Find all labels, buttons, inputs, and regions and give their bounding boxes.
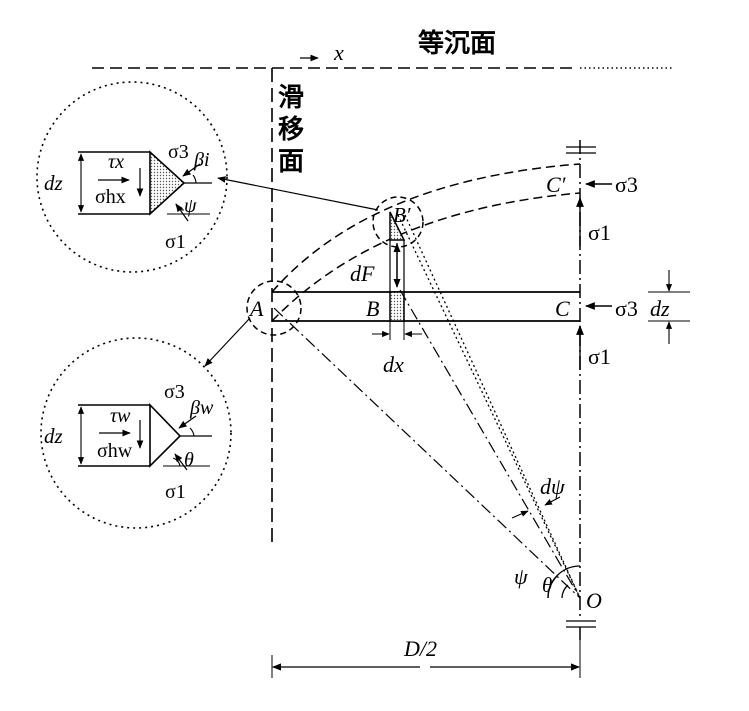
inset-lower-theta: θ (184, 449, 194, 471)
slip-plane-label-2: 移 (278, 115, 304, 144)
inset-upper-psi: ψ (184, 195, 197, 217)
element-B (389, 291, 405, 322)
line-B-O-1 (397, 214, 581, 599)
inset-upper (36, 81, 228, 273)
settlement-plane-label: 等沉面 (418, 28, 496, 58)
x-axis-label: x (333, 40, 344, 65)
point-A-label: A (248, 296, 264, 321)
leader-lower (204, 317, 251, 367)
sigma3-upper-label: σ3 (615, 172, 638, 197)
inset-lower-beta: βw (189, 397, 214, 419)
line-A-O (273, 307, 581, 599)
inset-upper-sigma1: σ1 (165, 231, 186, 253)
slip-plane-label-3: 面 (278, 147, 304, 176)
point-B-prime-label: B′ (393, 203, 411, 227)
inset-upper-dz: dz (44, 171, 63, 195)
dpsi-label: dψ (540, 474, 565, 499)
slip-plane-label-1: 滑 (278, 83, 304, 112)
psi-label: ψ (514, 564, 528, 589)
dz-right-label: dz (650, 296, 670, 321)
inset-upper-sigma3: σ3 (168, 141, 189, 163)
line-B-O-3 (399, 289, 581, 599)
dpsi-arrow-1 (511, 510, 529, 519)
point-C-prime-label: C′ (546, 172, 567, 197)
dpsi-arrow-2 (544, 496, 561, 506)
inset-upper-sigma-h: σhx (95, 186, 126, 208)
sigma3-lower-label: σ3 (615, 296, 638, 321)
inset-lower-sigma3: σ3 (164, 381, 185, 403)
dF-label: dF (350, 261, 375, 286)
inset-lower (40, 337, 232, 529)
sigma1-upper-label: σ1 (588, 220, 611, 245)
line-B-O-2 (404, 214, 581, 599)
point-B-label: B (366, 296, 379, 321)
inset-upper-tau: τx (108, 151, 124, 173)
inset-lower-sigma1: σ1 (165, 481, 186, 503)
sigma1-lower-label: σ1 (588, 344, 611, 369)
theta-label: θ (542, 573, 552, 597)
point-C-label: C (555, 296, 570, 321)
inset-upper-beta: βi (193, 149, 210, 171)
element-B-prime (389, 211, 406, 241)
inset-lower-tau: τw (110, 405, 131, 427)
dx-label: dx (383, 352, 404, 377)
leader-upper (217, 176, 379, 211)
circle-A (246, 280, 302, 336)
D-half-label: D/2 (403, 636, 437, 661)
inset-lower-sigma-h: σhw (97, 440, 133, 462)
arch-upper (271, 163, 581, 293)
theta-arc (561, 584, 569, 599)
circle-B-prime (372, 196, 424, 248)
arch-lower (271, 192, 581, 322)
psi-arc-right (547, 565, 581, 599)
point-O-label: O (586, 588, 602, 613)
inset-lower-dz: dz (44, 424, 63, 448)
